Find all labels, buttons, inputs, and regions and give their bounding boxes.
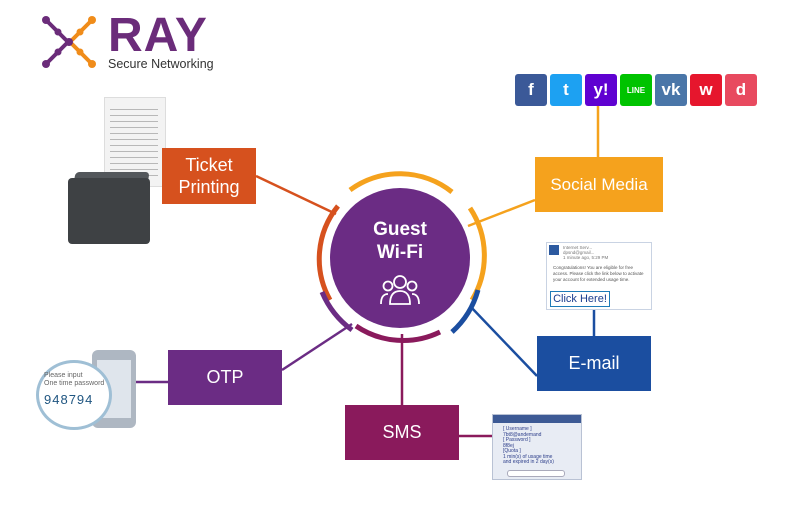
sms-line7: and expired in 2 day(s)	[503, 459, 554, 465]
hub-arc-maroon-bottom	[354, 323, 442, 343]
sms-line2: 7bt8@andemand	[503, 431, 542, 438]
ticket-printer-icon	[68, 178, 150, 244]
yahoo-icon[interactable]: y!	[585, 74, 617, 106]
hub-arc-orange-top	[348, 171, 454, 194]
ray-logo-mark	[42, 16, 96, 68]
brand-name: RAY	[108, 9, 208, 62]
sms-line1: [ Username ]	[503, 426, 532, 432]
sms-label: SMS	[382, 422, 422, 442]
guest-wifi-hub: Guest Wi-Fi	[330, 188, 470, 328]
connector-email	[469, 305, 538, 377]
hub-arc-purple-left	[319, 290, 354, 333]
otp-magnifier	[36, 360, 112, 430]
social-media-node: Social Media	[535, 157, 663, 212]
hub-title: Guest Wi-Fi	[373, 219, 427, 263]
facebook-icon[interactable]: f	[515, 74, 547, 106]
sms-line4: 8f8ej	[503, 442, 514, 449]
twitter-icon[interactable]: t	[550, 74, 582, 106]
hub-arc-red-left	[316, 204, 340, 302]
click-here-button[interactable]: Click Here!	[550, 291, 610, 307]
sms-message: [ Username ] 7bt8@andemand [ Password ] …	[503, 426, 565, 466]
otp-hint: Please input One time password	[44, 372, 104, 388]
email-label: E-mail	[568, 353, 620, 373]
sms-line3: [ Password ]	[503, 437, 531, 443]
dailymotion-icon[interactable]: d	[725, 74, 757, 106]
email-sender: Internet Serv... dpsnd@gmail... 1 minute…	[563, 245, 608, 260]
otp-hint-line1: Please input	[44, 372, 83, 379]
otp-code: 948794	[44, 392, 94, 407]
receipt-lines	[110, 104, 158, 178]
ticket-label-line2: Printing	[178, 177, 240, 197]
ticket-printing-node: Ticket Printing	[162, 148, 256, 204]
sms-line6: 1 min(s) of usage time	[503, 453, 553, 460]
brand-tagline: Secure Networking	[108, 57, 214, 71]
email-sender-line2: dpsnd@gmail...	[563, 250, 595, 255]
social-media-label: Social Media	[550, 174, 648, 194]
otp-hint-line2: One time password	[44, 380, 105, 387]
ticket-label-line1: Ticket	[185, 155, 233, 175]
sms-node: SMS	[345, 405, 459, 460]
otp-node: OTP	[168, 350, 282, 405]
email-sender-avatar	[549, 245, 559, 255]
vk-icon[interactable]: vk	[655, 74, 687, 106]
email-sender-line3: 1 minute ago, 5:29 PM	[563, 255, 609, 260]
connector-ticket	[255, 174, 337, 216]
email-node: E-mail	[537, 336, 651, 391]
email-body: Congratulations! You are eligible for fr…	[553, 265, 644, 282]
hub-arc-blue-right	[450, 289, 481, 334]
sms-screen-header	[493, 415, 581, 423]
sms-phone-screen: [ Username ] 7bt8@andemand [ Password ] …	[492, 414, 582, 480]
connector-otp	[281, 322, 353, 372]
people-group-icon	[380, 275, 420, 305]
otp-label: OTP	[206, 367, 244, 387]
line-icon[interactable]: LINE	[620, 74, 652, 106]
sms-line5: [Quota ]	[503, 448, 521, 454]
email-sender-line1: Internet Serv...	[563, 245, 593, 250]
email-preview-card: Internet Serv... dpsnd@gmail... 1 minute…	[546, 242, 652, 310]
sms-reply-input	[507, 470, 565, 477]
weibo-icon[interactable]: w	[690, 74, 722, 106]
